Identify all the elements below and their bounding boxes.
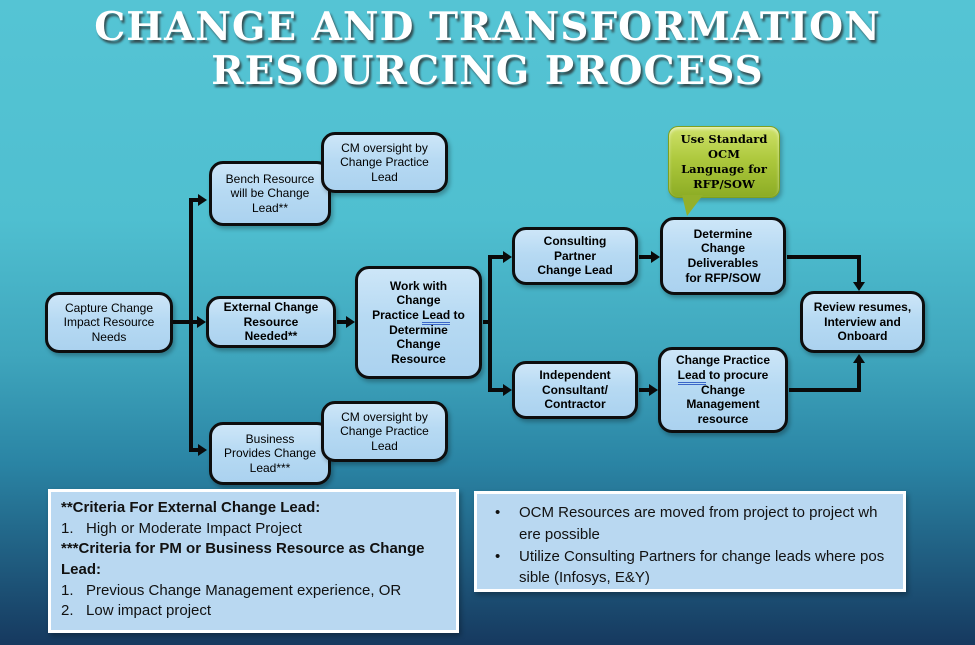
arrow-segment-to-independent	[490, 388, 504, 392]
callout-use-standard-ocm: Use Standard OCM Language for RFP/SOW	[668, 126, 780, 198]
criteria-heading-external: **Criteria For External Change Lead:	[61, 499, 321, 516]
slide-title: CHANGE AND TRANSFORMATION RESOURCING PRO…	[0, 4, 975, 94]
criteria-heading-pm-business: ***Criteria for PM or Business Resource …	[61, 540, 425, 579]
arrow-segment-to-bench	[189, 198, 199, 202]
arrowhead-into-determine	[651, 251, 660, 263]
arrow-segment-determine-elbow-h	[787, 255, 861, 259]
slide-title-line2: RESOURCING PROCESS	[211, 47, 764, 94]
arrow-segment-mid-vertical	[488, 255, 492, 392]
flow-box-bench-resource: Bench Resource will be Change Lead**	[209, 161, 331, 226]
arrow-segment-determine-elbow-v	[857, 255, 861, 282]
label-part-before: Work with Change Practice	[372, 278, 448, 322]
flow-box-business-provides-lead: Business Provides Change Lead***	[209, 422, 331, 485]
callout-label: Use Standard OCM Language for RFP/SOW	[680, 132, 768, 191]
label-part-underlined: Lead	[677, 368, 706, 386]
ocm-notes-panel: • OCM Resources are moved from project t…	[474, 491, 906, 592]
criteria-item-previous-experience: 1. Previous Change Management experience…	[61, 581, 402, 599]
label-part-after: to Determine Change Resource	[389, 307, 465, 366]
flow-box-consulting-partner: Consulting Partner Change Lead	[512, 227, 638, 285]
note-bullet-consulting-partners: • Utilize Consulting Partners for change…	[483, 546, 897, 590]
arrow-segment-independent-to-procure	[639, 388, 650, 392]
arrowhead-into-review-bottom	[853, 354, 865, 363]
flow-box-review-onboard: Review resumes, Interview and Onboard	[800, 291, 925, 353]
arrow-segment-to-consulting	[490, 255, 504, 259]
arrowhead-into-procure	[649, 384, 658, 396]
flow-box-determine-deliverables: Determine Change Deliverables for RFP/SO…	[660, 217, 786, 295]
flow-box-label: Bench Resource will be Change Lead**	[225, 171, 315, 215]
bullet-dot-icon: •	[495, 547, 501, 565]
flow-box-label: Business Provides Change Lead***	[223, 431, 317, 475]
label-part-underlined: Lead	[422, 307, 451, 325]
flow-box-cm-oversight-top: CM oversight by Change Practice Lead	[321, 132, 448, 193]
flow-box-label: CM oversight by Change Practice Lead	[340, 140, 429, 184]
flow-box-work-with-change-practice: Work with Change Practice Lead to Determ…	[355, 266, 482, 379]
flow-box-cm-oversight-bottom: CM oversight by Change Practice Lead	[321, 401, 448, 462]
arrow-segment-capture-out	[172, 320, 198, 324]
arrowhead-into-bench	[198, 194, 207, 206]
flow-box-label: Review resumes, Interview and Onboard	[813, 300, 912, 344]
arrow-segment-external-to-work	[337, 320, 347, 324]
criteria-item-high-moderate: 1. High or Moderate Impact Project	[61, 519, 302, 537]
flow-box-label: Capture Change Impact Resource Needs	[63, 300, 155, 344]
flow-box-label: Change Practice Lead to procure Change M…	[676, 353, 770, 426]
bullet-text: Utilize Consulting Partners for change l…	[519, 547, 885, 587]
flow-box-label: Work with Change Practice Lead to Determ…	[372, 279, 465, 367]
flow-box-external-change-resource: External Change Resource Needed**	[206, 296, 336, 348]
flow-box-label: External Change Resource Needed**	[223, 300, 319, 344]
bullet-text: OCM Resources are moved from project to …	[519, 504, 878, 543]
flow-box-label: Consulting Partner Change Lead	[537, 234, 613, 278]
arrowhead-into-external	[197, 316, 206, 328]
arrowhead-into-independent	[503, 384, 512, 396]
flow-box-procure-resource: Change Practice Lead to procure Change M…	[658, 347, 788, 433]
arrow-segment-procure-elbow-h	[789, 388, 861, 392]
callout-tail-pointer	[682, 195, 703, 216]
bullet-dot-icon: •	[495, 504, 501, 521]
arrowhead-into-work	[346, 316, 355, 328]
label-part-after: to procure Change Management resource	[686, 368, 769, 426]
label-part-before: Change Practice	[675, 353, 771, 368]
arrow-segment-trunk-vertical	[189, 198, 193, 452]
flow-box-capture-change-needs: Capture Change Impact Resource Needs	[45, 292, 173, 353]
arrow-segment-work-out	[483, 320, 492, 324]
note-bullet-ocm-resources: • OCM Resources are moved from project t…	[483, 502, 897, 546]
arrowhead-into-business	[198, 444, 207, 456]
flow-box-independent-consultant: Independent Consultant/ Contractor	[512, 361, 638, 419]
flow-box-label: Independent Consultant/ Contractor	[539, 368, 611, 412]
criteria-notes-panel: **Criteria For External Change Lead: 1. …	[48, 489, 459, 633]
flow-box-label: CM oversight by Change Practice Lead	[340, 409, 429, 453]
arrow-segment-to-business	[189, 448, 199, 452]
arrow-segment-procure-elbow-v	[857, 363, 861, 392]
arrowhead-into-review-top	[853, 282, 865, 291]
flow-box-label: Determine Change Deliverables for RFP/SO…	[685, 226, 761, 285]
arrowhead-into-consulting	[503, 251, 512, 263]
slide-title-line1: CHANGE AND TRANSFORMATION	[94, 4, 881, 50]
arrow-segment-consulting-to-determine	[639, 255, 652, 259]
criteria-item-low-impact: 2. Low impact project	[61, 602, 212, 620]
